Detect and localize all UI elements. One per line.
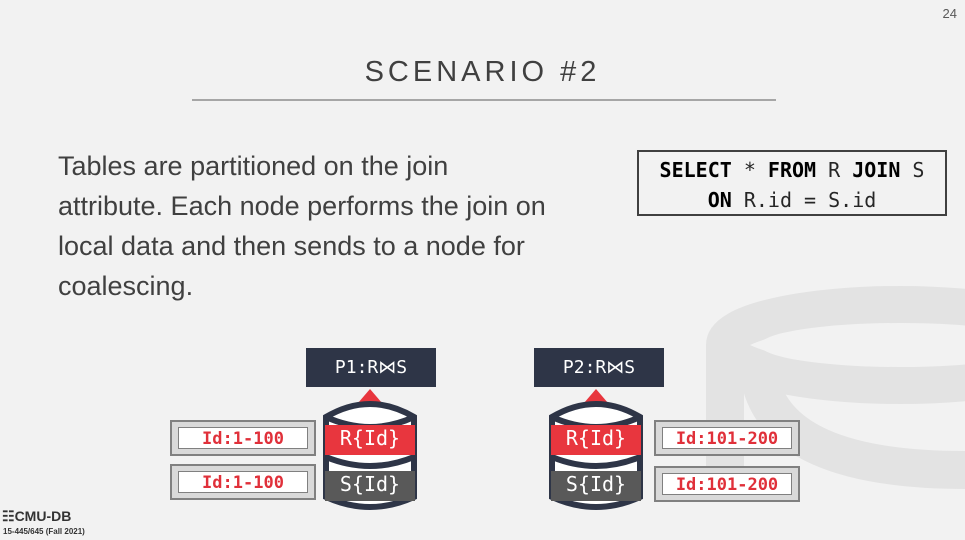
partition-1-r-label: R{Id} — [339, 426, 401, 450]
partition-1-r-range: Id:1-100 — [178, 427, 308, 449]
course-label: 15-445/645 (Fall 2021) — [3, 527, 85, 536]
cmu-db-logo: ☷CMU-DB — [2, 508, 71, 525]
partition-2-database-icon — [549, 389, 643, 510]
cmu-db-logo-text: CMU-DB — [14, 508, 72, 524]
partition-2-r-range: Id:101-200 — [662, 427, 792, 449]
partition-2-s-range-box: Id:101-200 — [654, 466, 800, 502]
title-divider — [192, 99, 776, 101]
partition-2-r-label: R{Id} — [565, 426, 627, 450]
partition-2-s-label: S{Id} — [565, 472, 627, 496]
database-icon: ☷ — [2, 508, 15, 524]
partition-1-label: P1:R⋈S — [306, 348, 436, 387]
partition-2-label: P2:R⋈S — [534, 348, 664, 387]
partition-1-r-range-box: Id:1-100 — [170, 420, 316, 456]
partition-2-r-table — [551, 425, 641, 455]
partition-1-s-label: S{Id} — [339, 472, 401, 496]
partition-2-r-range-box: Id:101-200 — [654, 420, 800, 456]
sql-query-box: SELECT * FROM R JOIN S ON R.id = S.id — [637, 150, 947, 216]
partition-1-s-range: Id:1-100 — [178, 471, 308, 493]
partition-2-s-table — [551, 471, 641, 501]
sql-line-1: SELECT * FROM R JOIN S — [659, 158, 925, 182]
slide-number: 24 — [942, 6, 957, 21]
sql-line-2: ON R.id = S.id — [707, 188, 877, 212]
partition-1-database-icon — [323, 389, 417, 510]
slide-title: SCENARIO #2 — [364, 56, 601, 88]
partition-1-s-table — [325, 471, 415, 501]
partition-1-r-table — [325, 425, 415, 455]
body-text: Tables are partitioned on the join attri… — [58, 151, 546, 301]
partition-2-s-range: Id:101-200 — [662, 473, 792, 495]
partition-1-s-range-box: Id:1-100 — [170, 464, 316, 500]
